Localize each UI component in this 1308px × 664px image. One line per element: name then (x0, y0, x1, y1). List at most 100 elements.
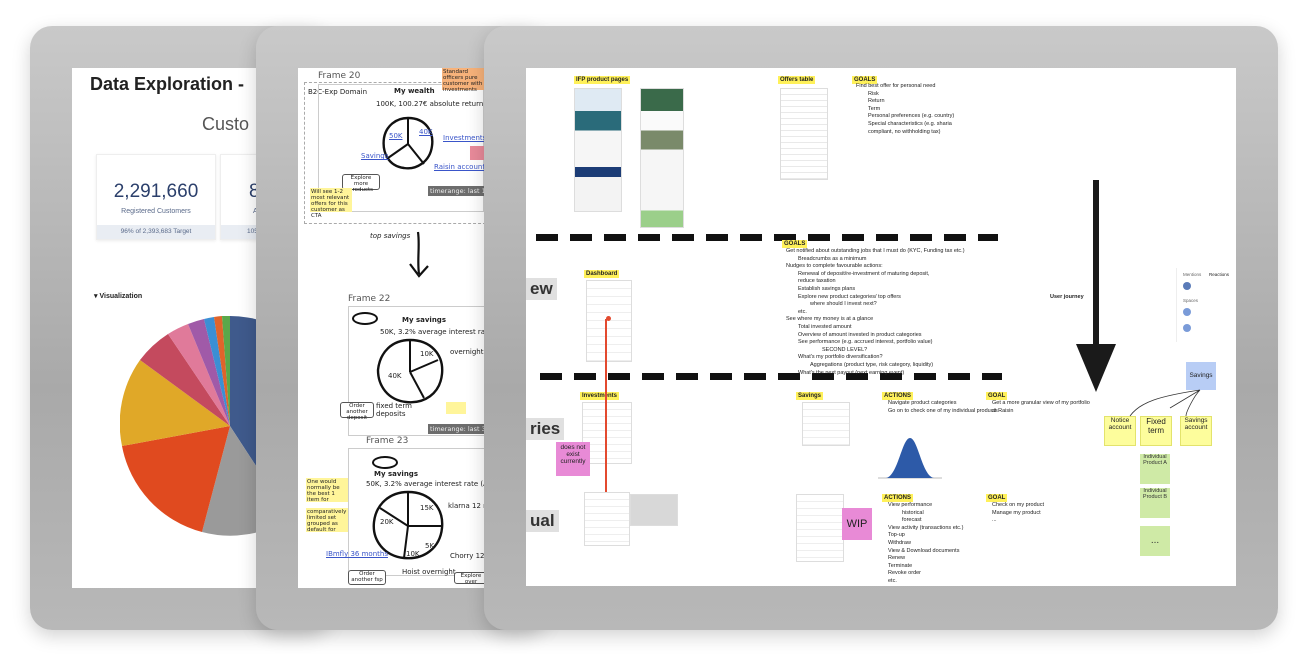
pie-slice-rose (140, 334, 230, 426)
offers-table-label: Offers table (778, 76, 816, 84)
wip-sticky: WIP (842, 508, 872, 540)
frame-23-pie-sketch (372, 490, 444, 560)
action-item: etc. (888, 577, 897, 584)
slice-label: 10K (420, 350, 434, 358)
avatar[interactable] (1183, 282, 1191, 290)
goal-item: Get notified about outstanding jobs that… (786, 248, 965, 254)
action-item: View performance (888, 502, 933, 508)
frame-20-label: Frame 20 (318, 71, 361, 81)
goal-list-2: Check on my product Manage my product ..… (992, 502, 1092, 525)
goals-mid-list: Get notified about outstanding jobs that… (786, 248, 986, 377)
goal-item: Renewal of deposit/re-investment of matu… (798, 270, 930, 277)
timerange-bar: timerange: last 3 mo (428, 424, 486, 434)
avatar[interactable] (1183, 324, 1191, 332)
savings-link[interactable]: Savings (361, 152, 389, 160)
goal-label: GOAL (986, 392, 1008, 400)
goal-item: Establish savings plans (798, 285, 856, 292)
pie-slice-skyblue (204, 317, 230, 426)
frame-22-label: Frame 22 (348, 294, 391, 304)
ifp-screenshot-2[interactable] (640, 88, 684, 228)
side-panel-tab[interactable]: Mentions (1183, 272, 1202, 277)
action-item: View activity (transactions etc.) (888, 524, 964, 531)
individual-screenshot-2[interactable] (630, 494, 678, 526)
frame-20-subtitle: 100K, 100.27€ absolute return (376, 100, 484, 108)
order-another-fsp-button[interactable]: Order another fsp (348, 570, 386, 585)
side-panel-tab[interactable]: Reactions (1209, 272, 1230, 277)
actions-label: ACTIONS (882, 392, 913, 400)
goal-item: Manage my product (992, 509, 1041, 516)
goal-item: Aggregations (product type, risk categor… (810, 361, 934, 368)
frame-23-avatar-oval (372, 456, 398, 469)
side-panel-heading: Spaces (1183, 298, 1199, 303)
section-categories-label: ries (526, 418, 565, 440)
slice-label: 20K (380, 518, 394, 526)
slice-label: 5K (425, 542, 435, 550)
explore-over-button[interactable]: Explore over (454, 572, 486, 585)
pie-slice-purple (188, 319, 230, 426)
frame-20-title: My wealth (394, 87, 435, 95)
slice-label: 40K (419, 128, 433, 136)
goal-item: Get a more granular view of my portfolio… (992, 400, 1090, 414)
dashboard-screenshot[interactable] (586, 280, 632, 362)
savings-screenshot[interactable] (802, 402, 850, 446)
savings-account-box[interactable]: Savings account (1180, 416, 1212, 446)
frame-20-pie-sketch (382, 116, 434, 170)
frame-22-avatar-oval (352, 312, 378, 325)
product-a-box[interactable]: Individual Product A (1140, 454, 1170, 484)
action-item: View & Download documents (888, 547, 960, 554)
wip-screenshot[interactable] (796, 494, 844, 562)
kpi-footer: 96% of 2,393,683 Target (97, 225, 215, 239)
frame-22-pie-sketch (376, 338, 444, 404)
goal-item: Term (868, 105, 881, 112)
product-b-box[interactable]: Individual Product B (1140, 488, 1170, 518)
frame-23-box (348, 448, 486, 576)
investments-screenshot[interactable] (582, 402, 632, 464)
flow-line (605, 319, 607, 497)
individual-screenshot-1[interactable] (584, 492, 630, 546)
goals-mid-label: GOALS (782, 240, 808, 248)
more-box[interactable]: ... (1140, 526, 1170, 556)
ifp-screenshot-1[interactable] (574, 88, 622, 212)
goal-item: Explore new product categories/ top offe… (798, 293, 901, 300)
notice-account-box[interactable]: Notice account (1104, 416, 1136, 446)
frame-23-subtitle: 50K, 3.2% average interest rate (AAIR) (366, 480, 486, 488)
action-item: Revoke order (888, 570, 922, 577)
order-another-deposit-button[interactable]: Order another deposit (340, 402, 374, 421)
pie-slice-orange (214, 316, 230, 426)
kpi-card-customers[interactable]: 2,291,660 Registered Customers 96% of 2,… (96, 154, 216, 240)
frame-23-label: Frame 23 (366, 436, 409, 446)
ibmfly-link[interactable]: IBmfly 36 months (326, 550, 388, 558)
goal-item: See performance (e.g. accrued interest, … (798, 339, 933, 346)
dashboard-screen: Data Exploration - Custo 2,291,660 Regis… (72, 68, 272, 588)
kpi-value: 2,291,660 (113, 181, 199, 202)
investments-link[interactable]: Investments (443, 134, 486, 142)
actions-list-1: Navigate product categories Go on to che… (888, 400, 998, 415)
raisin-account-link[interactable]: Raisin account (434, 163, 486, 171)
explore-more-products-button[interactable]: Explore more products (342, 174, 380, 193)
kpi-label: Registered Customers (121, 208, 191, 215)
investments-label: Investments (580, 392, 620, 400)
pie-slice-green (222, 316, 230, 426)
slice-label: 15K (420, 504, 434, 512)
avatar[interactable] (1183, 308, 1191, 316)
hoist-label: Hoist overnight (402, 568, 456, 576)
frame-23-title: My savings (374, 470, 418, 478)
slice-label: 40K (388, 372, 402, 380)
pie-slice-gray (202, 426, 272, 536)
dashed-separator (540, 373, 1002, 380)
goal-item: Breadcrumbs as a minimum (798, 255, 867, 262)
fixed-term-box[interactable]: Fixed term (1140, 416, 1172, 446)
arrow-down-icon (409, 231, 429, 278)
actions-list-2: View performance historical forecast Vie… (888, 502, 998, 586)
not-exist-sticky: does not exist currently (556, 442, 590, 476)
user-journey-arrow-icon (1076, 180, 1116, 392)
goal-item: Overview of amount invested in product c… (798, 331, 922, 338)
goal-label: GOAL (986, 494, 1008, 502)
offers-table-screenshot[interactable] (780, 88, 828, 180)
goal-item: Total invested amount (798, 323, 852, 330)
savings-box[interactable]: Savings (1186, 362, 1216, 390)
visualization-toggle[interactable]: ▾ Visualization (94, 292, 142, 300)
dashed-separator (536, 234, 998, 241)
pie-slice-pink (168, 324, 230, 426)
goal-item: etc. (798, 308, 807, 315)
